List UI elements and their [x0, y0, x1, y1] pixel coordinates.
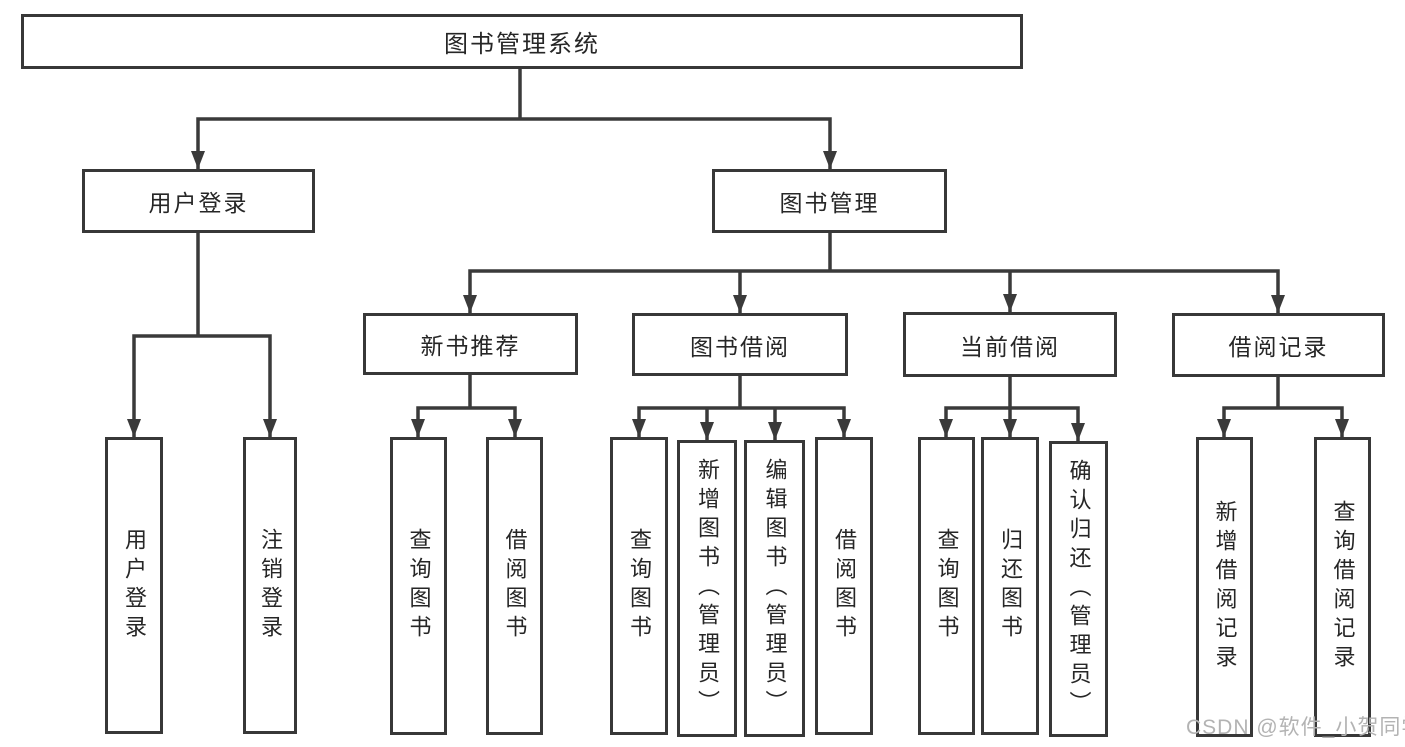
- node-edit-book-admin-label: 编辑图书（管理员）: [762, 458, 788, 719]
- node-query-books-3-label: 查询图书: [934, 528, 960, 644]
- node-library-system-label: 图书管理系统: [444, 31, 600, 58]
- node-add-book-admin: 新增图书（管理员）: [677, 440, 737, 737]
- node-book-management-label: 图书管理: [779, 190, 880, 216]
- node-edit-book-admin: 编辑图书（管理员）: [744, 440, 805, 737]
- node-logout-label: 注销登录: [258, 527, 283, 644]
- node-add-borrow-record: 新增借阅记录: [1196, 437, 1253, 737]
- node-query-books-1: 查询图书: [390, 437, 447, 735]
- node-borrow-books-2-label: 借阅图书: [832, 528, 857, 644]
- node-user-login-branch-label: 用户登录: [148, 190, 249, 216]
- node-query-books-1-label: 查询图书: [406, 528, 432, 644]
- node-borrow-books-1-label: 借阅图书: [502, 528, 528, 644]
- node-user-login-branch: 用户登录: [82, 169, 315, 233]
- node-query-books-3: 查询图书: [918, 437, 975, 735]
- node-library-system: 图书管理系统: [21, 14, 1023, 69]
- node-borrowing-records-label: 借阅记录: [1228, 334, 1329, 360]
- node-borrow-books-2: 借阅图书: [815, 437, 873, 735]
- node-query-borrow-record: 查询借阅记录: [1314, 437, 1371, 737]
- node-confirm-return-admin: 确认归还（管理员）: [1049, 441, 1108, 737]
- node-query-books-2-label: 查询图书: [627, 528, 652, 644]
- node-new-book-recommend-label: 新书推荐: [420, 333, 521, 359]
- node-book-borrowing-label: 图书借阅: [690, 333, 790, 360]
- csdn-watermark: CSDN @软件_小贺同学: [1186, 716, 1405, 739]
- node-add-borrow-record-label: 新增借阅记录: [1212, 500, 1238, 674]
- node-book-borrowing: 图书借阅: [632, 313, 848, 376]
- node-user-login-label: 用户登录: [122, 527, 147, 644]
- node-query-borrow-record-label: 查询借阅记录: [1330, 500, 1356, 674]
- node-return-books-label: 归还图书: [998, 528, 1023, 644]
- node-current-borrowing: 当前借阅: [903, 312, 1117, 377]
- node-confirm-return-admin-label: 确认归还（管理员）: [1066, 458, 1092, 720]
- node-new-book-recommend: 新书推荐: [363, 313, 578, 375]
- node-return-books: 归还图书: [981, 437, 1039, 735]
- node-borrowing-records: 借阅记录: [1172, 313, 1385, 377]
- node-add-book-admin-label: 新增图书（管理员）: [695, 458, 720, 719]
- node-user-login: 用户登录: [105, 437, 163, 734]
- node-borrow-books-1: 借阅图书: [486, 437, 543, 735]
- node-query-books-2: 查询图书: [610, 437, 668, 735]
- node-logout: 注销登录: [243, 437, 297, 734]
- node-current-borrowing-label: 当前借阅: [960, 333, 1060, 360]
- node-book-management: 图书管理: [712, 169, 947, 233]
